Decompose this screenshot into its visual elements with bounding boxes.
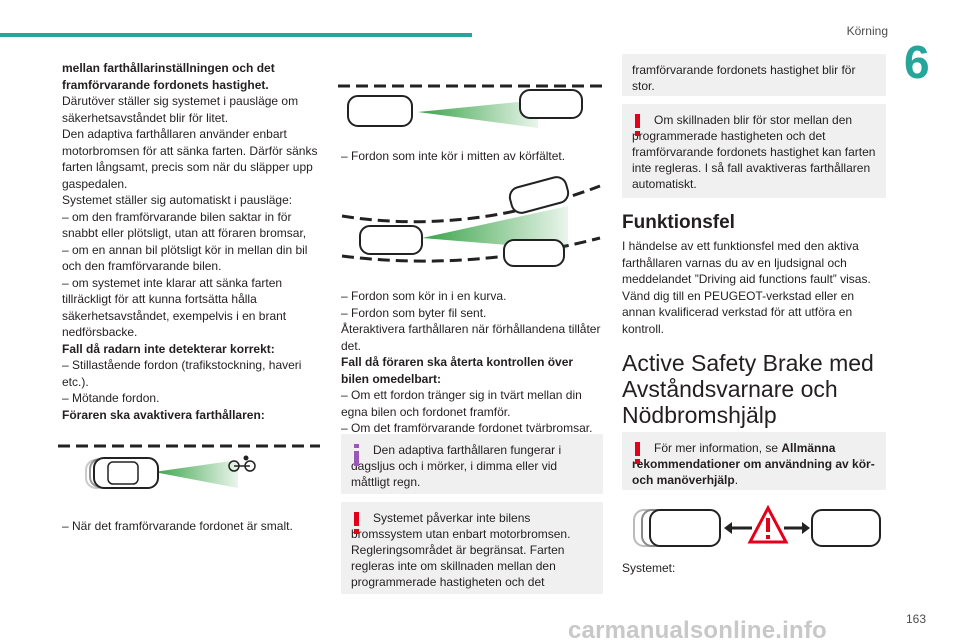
- column-2: – Fordon som kör in i en kurva. – Fordon…: [341, 288, 603, 437]
- paragraph: Systemet ställer sig automatiskt i pausl…: [62, 193, 293, 207]
- list-item: – Fordon som byter fil sent.: [341, 305, 487, 320]
- list-item: – om en annan bil plötsligt kör in mella…: [62, 242, 308, 274]
- list-item: – Mötande fordon.: [62, 391, 160, 405]
- page-number: 163: [905, 612, 926, 626]
- paragraph: I händelse av ett funktionsfel med den a…: [622, 239, 871, 336]
- warning-note-continued: framförvarande fordonets hastighet blir …: [622, 54, 886, 96]
- reference-link[interactable]: Allmänna rekommendationer om användning …: [632, 441, 875, 487]
- list-item: – om systemet inte klarar att sänka fart…: [62, 275, 287, 340]
- list-item: – Fordon som kör in i en kurva.: [341, 289, 507, 303]
- paragraph: mellan farthållarinställningen och det f…: [62, 61, 275, 92]
- column-1: mellan farthållarinställningen och det f…: [62, 60, 318, 423]
- section-title: Körning: [846, 24, 888, 38]
- figure-caption: – När det framförvarande fordonet är sma…: [62, 519, 293, 533]
- subheading: Föraren ska avaktivera farthållaren:: [62, 407, 265, 422]
- warning-note: Om skillnaden blir för stor mellan den p…: [622, 104, 886, 198]
- section-heading: Funktionsfel: [622, 212, 735, 233]
- header-accent-bar: [0, 33, 472, 37]
- paragraph: Den adaptiva farthållaren använder enbar…: [62, 127, 318, 191]
- reference-note: För mer information, se Allmänna rekomme…: [622, 432, 886, 490]
- info-note: Den adaptiva farthållaren fungerar i dag…: [341, 434, 603, 494]
- list-item: – om den framförvarande bilen saktar in …: [62, 209, 307, 241]
- warning-text: Om skillnaden blir för stor mellan den p…: [632, 113, 876, 191]
- offset-vehicle-illustration: [338, 84, 604, 128]
- paragraph: Återaktivera farthållaren när förhålland…: [341, 322, 601, 353]
- chapter-number: 6: [904, 36, 930, 88]
- reference-text: För mer information, se Allmänna rekomme…: [632, 440, 876, 488]
- info-icon: [354, 444, 359, 466]
- info-text: Den adaptiva farthållaren fungerar i dag…: [351, 443, 562, 489]
- warning-icon: [635, 442, 640, 464]
- figure-caption: – Fordon som inte kör i mitten av körfäl…: [341, 149, 566, 163]
- list-item: – Stillastående fordon (trafikstockning,…: [62, 358, 302, 389]
- curve-illustration: [341, 176, 601, 267]
- list-item: – Om det framförvarande fordonet tvärbro…: [341, 421, 593, 435]
- figure-caption: Systemet:: [622, 561, 676, 575]
- warning-icon: [354, 512, 359, 534]
- warning-text: Systemet påverkar inte bilens bromssyste…: [351, 511, 571, 589]
- paragraph: Därutöver ställer sig systemet i pausläg…: [62, 94, 299, 125]
- reference-prefix: För mer information, se: [654, 441, 782, 455]
- warning-note: Systemet påverkar inte bilens bromssyste…: [341, 502, 603, 594]
- warning-icon: [635, 114, 640, 136]
- collision-warning-illustration: [633, 504, 881, 547]
- narrow-vehicle-illustration: [58, 444, 320, 489]
- subheading: Fall då radarn inte detekterar korrekt:: [62, 341, 275, 356]
- subheading: Fall då föraren ska återta kontrollen öv…: [341, 355, 574, 386]
- watermark: carmanualsonline.info: [568, 617, 827, 640]
- section-heading: Active Safety Brake med Avståndsvarnare …: [622, 350, 874, 428]
- list-item: – Om ett fordon tränger sig in tvärt mel…: [341, 388, 582, 419]
- warning-text-continued: framförvarande fordonets hastighet blir …: [632, 63, 856, 93]
- reference-suffix: .: [734, 473, 739, 487]
